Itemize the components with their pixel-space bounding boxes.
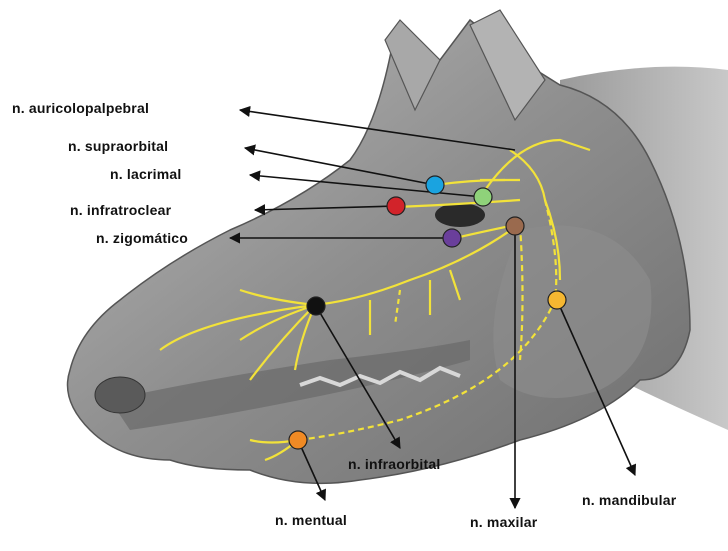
marker-mentual xyxy=(289,431,307,449)
marker-mandibular xyxy=(548,291,566,309)
marker-infratroclear xyxy=(387,197,405,215)
marker-infraorbital xyxy=(307,297,325,315)
marker-supraorbital xyxy=(426,176,444,194)
label-zigomatico: n. zigomático xyxy=(96,230,188,246)
marker-lacrimal xyxy=(474,188,492,206)
nostril xyxy=(95,377,145,413)
label-infraorbital: n. infraorbital xyxy=(348,456,440,472)
label-supraorbital: n. supraorbital xyxy=(68,138,168,154)
label-infratroclear: n. infratroclear xyxy=(70,202,171,218)
label-mandibular: n. mandibular xyxy=(582,492,676,508)
eye xyxy=(435,203,485,227)
label-auricolopalpebral: n. auricolopalpebral xyxy=(12,100,149,116)
marker-maxilar xyxy=(506,217,524,235)
label-lacrimal: n. lacrimal xyxy=(110,166,181,182)
marker-zigomatico xyxy=(443,229,461,247)
label-maxilar: n. maxilar xyxy=(470,514,537,530)
label-mentual: n. mentual xyxy=(275,512,347,528)
